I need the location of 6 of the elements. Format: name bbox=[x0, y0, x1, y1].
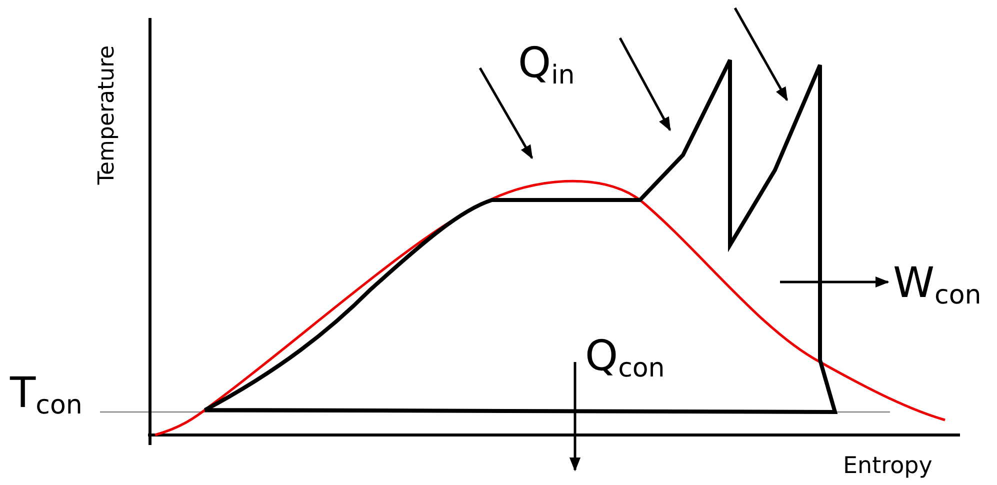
heat-label: Q$_{con}$ bbox=[585, 335, 665, 382]
heat-label: Q$_{in}$ bbox=[518, 42, 575, 89]
axis-label: Temperature bbox=[96, 45, 118, 185]
axis-label: Entropy bbox=[843, 455, 932, 478]
work-label: W$_{con}$ bbox=[893, 262, 982, 309]
temperature-label: T$_{con}$ bbox=[10, 372, 82, 419]
